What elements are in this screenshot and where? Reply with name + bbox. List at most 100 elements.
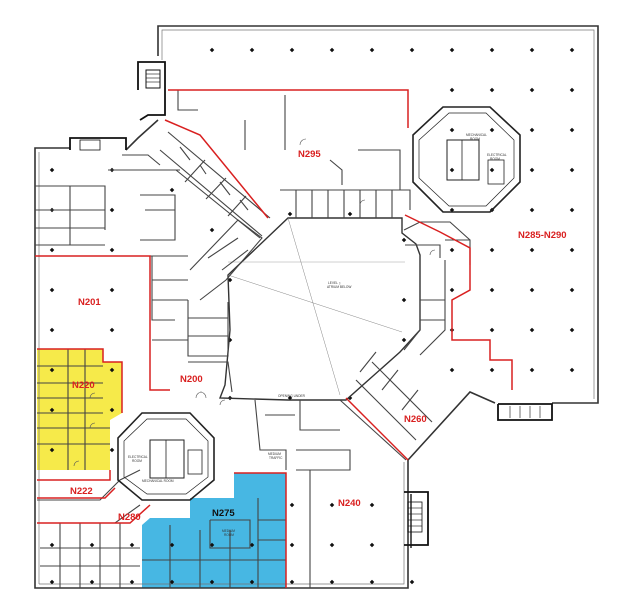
column-marker: [209, 47, 215, 53]
column-marker: [329, 542, 335, 548]
column-marker: [529, 167, 535, 173]
column-marker: [569, 207, 575, 213]
column-marker: [489, 87, 495, 93]
svg-text:MEDIUM: MEDIUM: [222, 529, 235, 533]
column-marker: [289, 47, 295, 53]
core-north-east: [412, 106, 521, 213]
column-marker: [489, 127, 495, 133]
column-marker: [49, 542, 55, 548]
column-marker: [401, 297, 407, 303]
column-marker: [249, 47, 255, 53]
svg-text:LEVEL ▯: LEVEL ▯: [328, 281, 341, 285]
column-marker: [89, 579, 95, 585]
doors: [73, 138, 436, 467]
column-marker: [489, 287, 495, 293]
svg-text:ELECTRICAL: ELECTRICAL: [128, 455, 148, 459]
room-label-N280[interactable]: N280: [118, 512, 141, 523]
column-marker: [329, 579, 335, 585]
room-label-N201[interactable]: N201: [78, 297, 101, 308]
suite-N275-fill[interactable]: [142, 473, 286, 588]
column-grid: [49, 47, 575, 585]
column-marker: [49, 167, 55, 173]
column-marker: [109, 327, 115, 333]
column-marker: [489, 47, 495, 53]
suite-boundaries: [35, 89, 513, 588]
exterior-walls: [34, 25, 599, 589]
column-marker: [209, 227, 215, 233]
column-marker: [569, 167, 575, 173]
svg-text:TRAFFIC: TRAFFIC: [269, 456, 283, 460]
column-marker: [109, 287, 115, 293]
room-label-N285-N290[interactable]: N285-N290: [518, 230, 567, 241]
stair-north-west: [137, 61, 166, 121]
svg-text:ROOM: ROOM: [224, 533, 234, 537]
column-marker: [369, 502, 375, 508]
column-marker: [401, 237, 407, 243]
column-marker: [329, 47, 335, 53]
column-marker: [449, 87, 455, 93]
column-marker: [569, 287, 575, 293]
interior-walls: [35, 90, 471, 588]
column-marker: [129, 542, 135, 548]
column-marker: [529, 47, 535, 53]
suite-N220-fill[interactable]: [37, 349, 122, 470]
column-marker: [449, 47, 455, 53]
column-marker: [489, 327, 495, 333]
room-label-N275[interactable]: N275: [212, 508, 235, 519]
column-marker: [49, 287, 55, 293]
column-marker: [529, 287, 535, 293]
stair-south-east: [497, 403, 553, 421]
column-marker: [109, 207, 115, 213]
svg-text:MECHANICAL: MECHANICAL: [466, 133, 487, 137]
column-marker: [169, 187, 175, 193]
column-marker: [569, 367, 575, 373]
stair-west: [69, 137, 127, 151]
svg-text:MECHANICAL ROOM: MECHANICAL ROOM: [142, 479, 174, 483]
column-marker: [369, 579, 375, 585]
column-marker: [569, 47, 575, 53]
column-marker: [289, 542, 295, 548]
column-marker: [569, 247, 575, 253]
column-marker: [569, 127, 575, 133]
room-label-N220[interactable]: N220: [72, 380, 95, 391]
room-label-N295[interactable]: N295: [298, 149, 321, 160]
column-marker: [489, 367, 495, 373]
svg-text:OPENING UNDER: OPENING UNDER: [278, 394, 306, 398]
room-label-N222[interactable]: N222: [70, 486, 93, 497]
svg-text:ROOM: ROOM: [132, 459, 142, 463]
svg-text:ELECTRICAL: ELECTRICAL: [487, 153, 507, 157]
column-marker: [409, 579, 415, 585]
column-marker: [449, 287, 455, 293]
room-label-N200[interactable]: N200: [180, 374, 203, 385]
svg-text:ROOM: ROOM: [470, 137, 480, 141]
highlight-zones: [37, 349, 286, 588]
column-marker: [369, 542, 375, 548]
column-marker: [529, 127, 535, 133]
column-marker: [449, 127, 455, 133]
column-marker: [569, 327, 575, 333]
column-marker: [109, 447, 115, 453]
column-marker: [287, 395, 293, 401]
column-marker: [569, 87, 575, 93]
column-marker: [89, 542, 95, 548]
column-marker: [49, 327, 55, 333]
column-marker: [369, 47, 375, 53]
column-marker: [409, 47, 415, 53]
column-marker: [287, 211, 293, 217]
room-label-N260[interactable]: N260: [404, 414, 427, 425]
svg-text:MEDIUM: MEDIUM: [268, 452, 281, 456]
room-label-N240[interactable]: N240: [338, 498, 361, 509]
column-marker: [289, 579, 295, 585]
column-marker: [529, 207, 535, 213]
column-marker: [289, 502, 295, 508]
column-marker: [529, 87, 535, 93]
column-marker: [449, 367, 455, 373]
room-labels: N201 N200 N220 N222 N280 N275 N240 N260 …: [70, 149, 567, 523]
column-marker: [49, 247, 55, 253]
svg-text:ATRIUM BELOW: ATRIUM BELOW: [327, 285, 351, 289]
column-marker: [347, 211, 353, 217]
column-marker: [529, 367, 535, 373]
column-marker: [109, 247, 115, 253]
column-marker: [49, 579, 55, 585]
